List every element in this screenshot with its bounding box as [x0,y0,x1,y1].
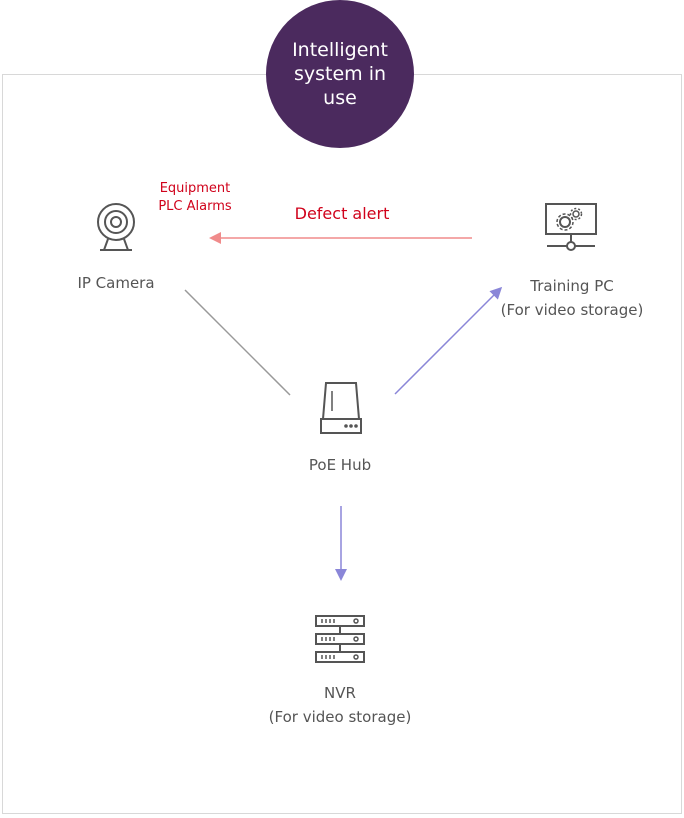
training-pc-label: Training PC [530,277,614,295]
badge-line: Intelligent [292,39,388,61]
defect-alert-label: Defect alert [294,204,390,223]
nvr-label: NVR [324,684,356,702]
badge-line: use [323,87,357,109]
nvr-sublabel: (For video storage) [268,708,412,726]
badge-line: system in [293,63,387,85]
training-pc-sublabel: (For video storage) [500,301,644,319]
system-badge: Intelligent system in use [266,0,414,148]
hub-device-icon [320,382,362,434]
poe-hub-label: PoE Hub [308,456,372,474]
alarm-line: PLC Alarms [158,199,232,214]
alarm-line: Equipment [159,181,231,196]
badge-text: Intelligent system in use [285,38,395,110]
server-rack-icon [315,615,365,663]
equipment-alarms-label: Equipment PLC Alarms [120,180,270,216]
webcam-icon [97,203,135,251]
hub-pc-arrow [394,286,503,395]
monitor-gears-icon [545,203,597,251]
camera-hub-line [184,289,291,396]
ip-camera-label: IP Camera [77,274,155,292]
